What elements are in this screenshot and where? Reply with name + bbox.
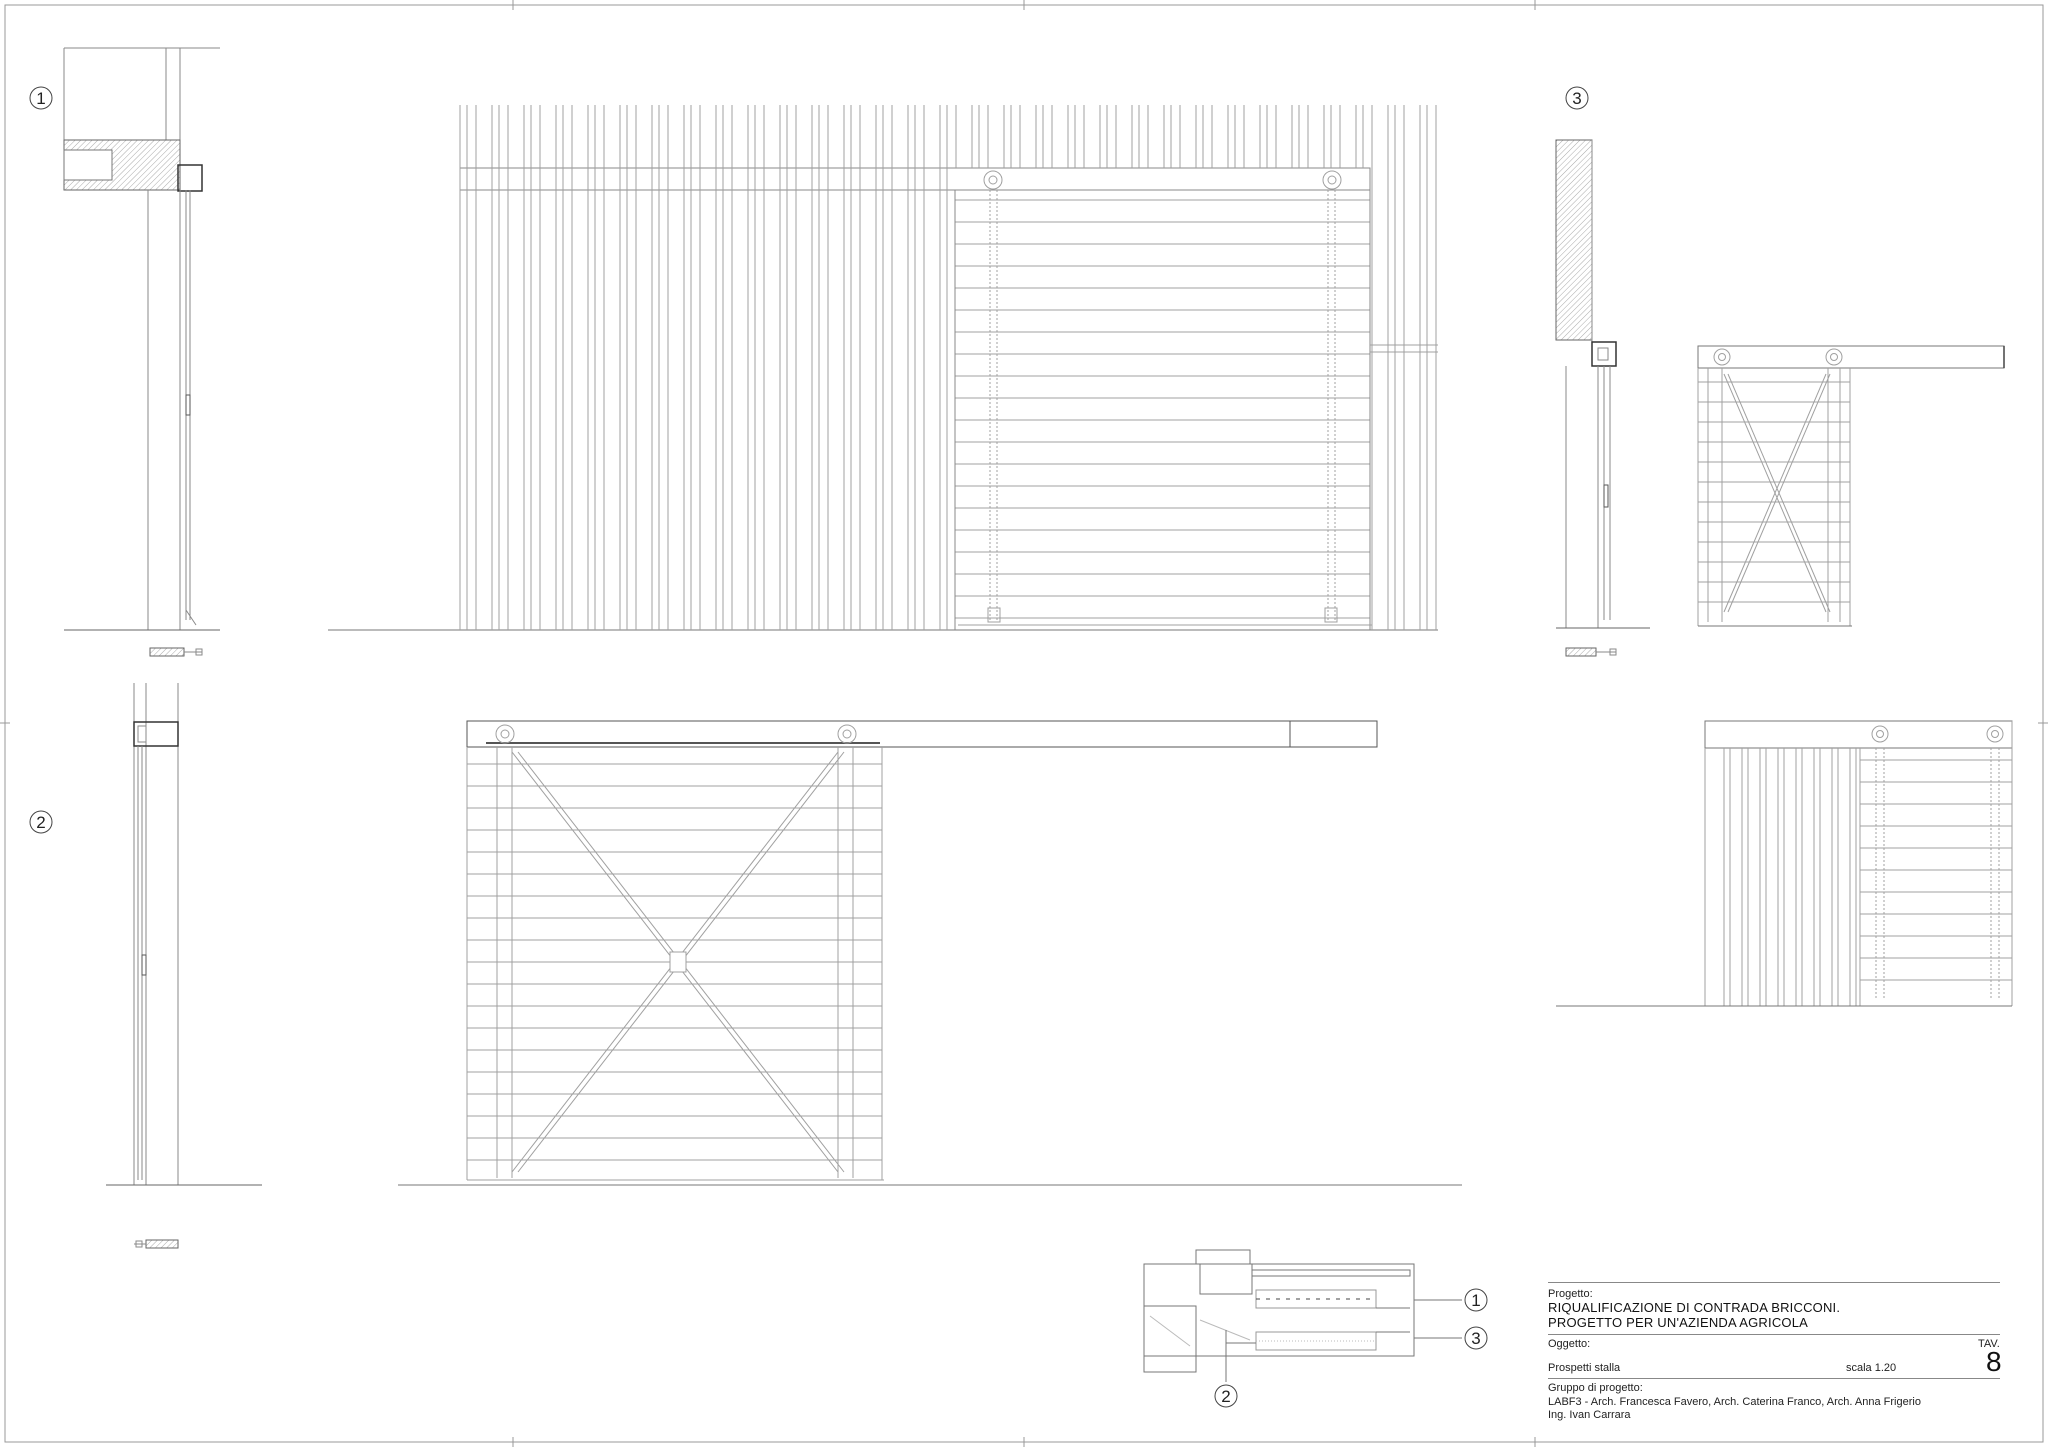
title-block-rule-2 [1548,1334,2000,1335]
title-block-rule-3 [1548,1378,2000,1379]
svg-text:3: 3 [1572,89,1581,108]
elevation-top [328,105,1438,631]
section-2 [106,683,262,1249]
svg-text:1: 1 [36,89,45,108]
section-1 [63,47,220,657]
svg-text:1: 1 [1471,1291,1480,1310]
svg-text:2: 2 [36,813,45,832]
callout-3: 3 [1565,86,1589,110]
team-line2: Ing. Ivan Carrara [1548,1409,1631,1421]
oggetto-label: Oggetto: [1548,1338,1591,1350]
svg-text:2: 2 [1221,1387,1230,1406]
key-plan-callout-1: 1 [1464,1288,1488,1312]
callout-1: 1 [29,86,53,110]
tav-label: TAV. [1978,1338,2000,1350]
project-title-line2: PROGETTO PER UN'AZIENDA AGRICOLA [1548,1315,1809,1330]
elevation-bottom [398,720,1462,1186]
title-block: Progetto: RIQUALIFICAZIONE DI CONTRADA B… [1548,1282,2002,1442]
progetto-label: Progetto: [1548,1288,1593,1300]
callout-2: 2 [29,810,53,834]
side-elevation-bottom [1556,720,2013,1007]
key-plan [1143,1249,1462,1382]
title-block-top-rule [1548,1282,2000,1283]
scale-label: scala 1.20 [1846,1362,1897,1374]
key-plan-callout-2: 2 [1214,1384,1238,1408]
team-line1: LABF3 - Arch. Francesca Favero, Arch. Ca… [1548,1396,1921,1408]
svg-text:3: 3 [1471,1329,1480,1348]
project-title-line1: RIQUALIFICAZIONE DI CONTRADA BRICCONI. [1548,1300,1841,1315]
tav-number: 8 [1986,1346,2002,1377]
gruppo-label: Gruppo di progetto: [1548,1382,1643,1394]
oggetto-value: Prospetti stalla [1548,1362,1621,1374]
key-plan-callout-3: 3 [1464,1326,1488,1350]
section-3 [1555,139,1650,657]
side-elevation-top [1697,345,2005,627]
